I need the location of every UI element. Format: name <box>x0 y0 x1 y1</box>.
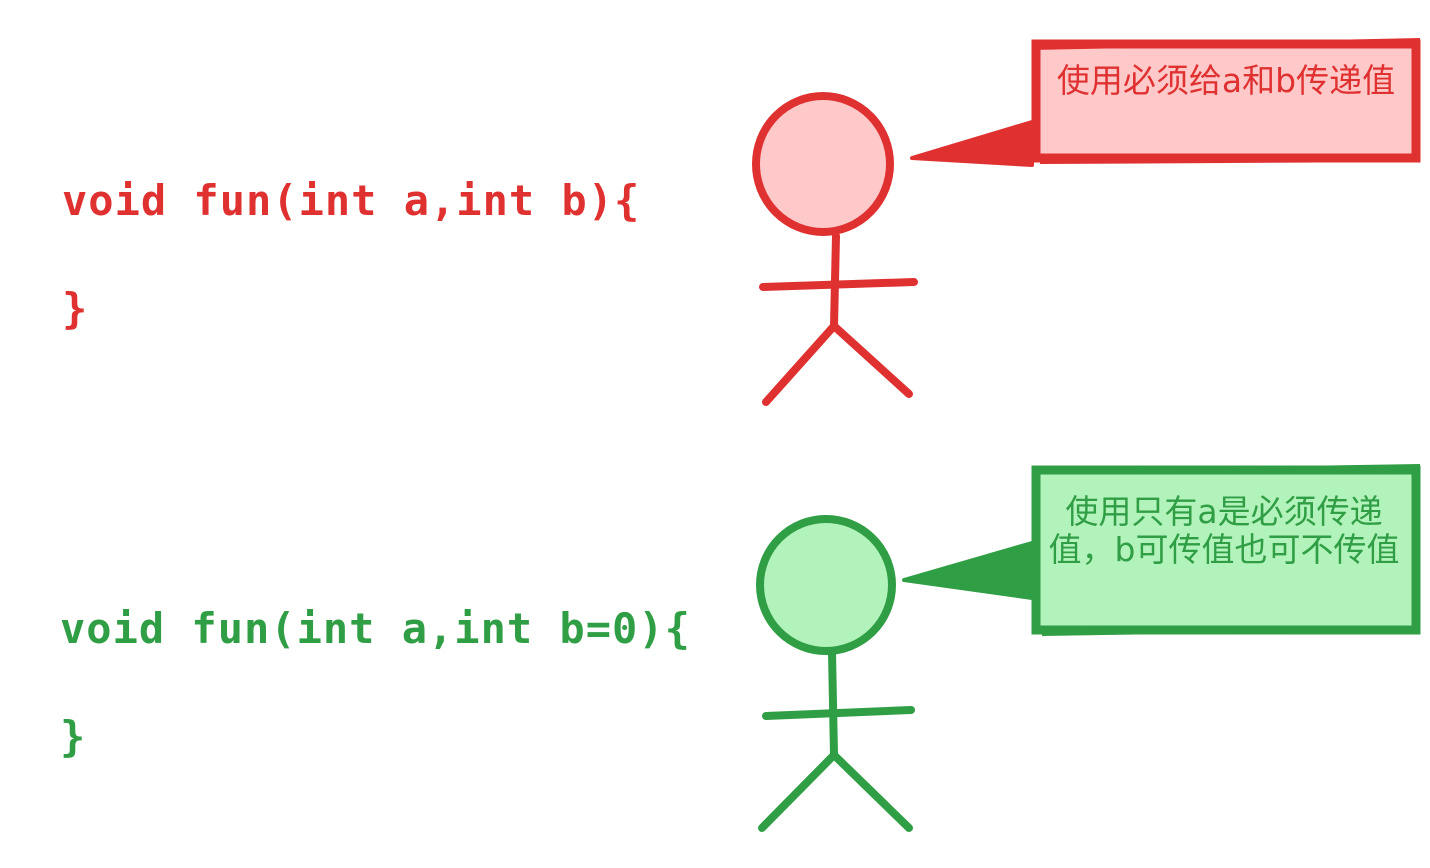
stick-figure-left-leg-green <box>758 751 838 832</box>
stick-figure-head-green <box>756 515 896 655</box>
speech-bubble-icon <box>910 38 1421 167</box>
stick-figure-icon <box>752 92 918 406</box>
speech-bubble-tail-green <box>902 541 1034 600</box>
stick-figure-head-red <box>752 92 894 236</box>
speech-bubble-sketch-lines-red <box>1031 38 1421 164</box>
stick-figure-arms-red <box>759 278 918 291</box>
stick-figure-left-leg-red <box>762 322 838 406</box>
code-closing-brace-default: } <box>60 712 87 761</box>
code-signature-required: void fun(int a,int b){ <box>62 176 641 225</box>
stick-figure-body-green <box>828 648 838 759</box>
stick-figure-right-leg-green <box>830 751 913 832</box>
stick-figure-right-leg-red <box>830 322 913 398</box>
speech-bubble-text-required: 使用必须给a和b传递值 <box>1056 61 1396 100</box>
stick-figure-body-red <box>830 232 840 330</box>
stick-figure-arms-green <box>762 706 915 720</box>
code-closing-brace-required: } <box>62 284 89 333</box>
stick-figure-icon <box>756 515 915 832</box>
speech-bubble-text-default: 使用只有a是必须传递值，b可传值也可不传值 <box>1048 492 1400 569</box>
code-signature-default: void fun(int a,int b=0){ <box>60 604 691 653</box>
speech-bubble-tail-red <box>910 120 1034 167</box>
